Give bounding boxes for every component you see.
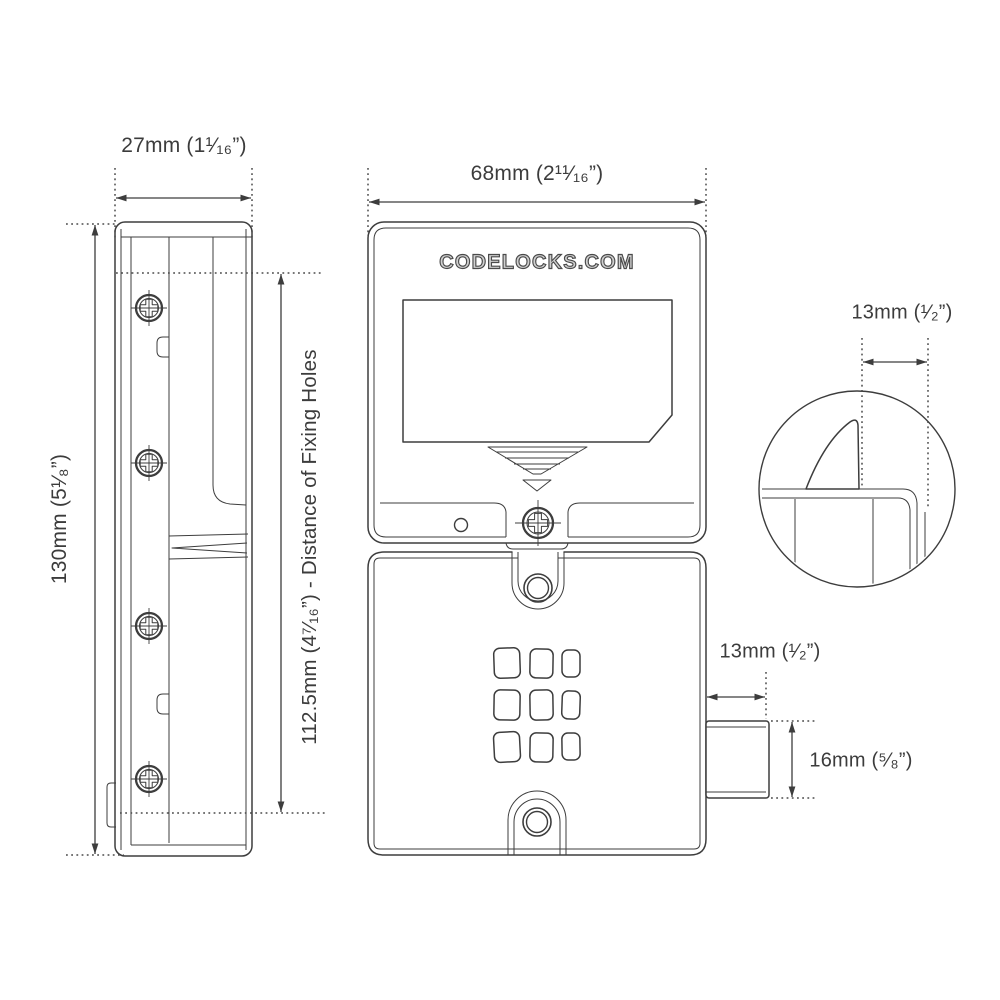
fixing-screw-icon <box>129 443 169 483</box>
dim-label-fixing-holes: 112.5mm (4⁷⁄₁₆”) - Distance of Fixing Ho… <box>298 349 321 745</box>
side-notch <box>156 693 169 715</box>
dim-label-overall-height: 130mm (5¹⁄₈”) <box>48 453 71 585</box>
keypad-key <box>560 690 582 720</box>
center-screw-icon <box>513 498 563 548</box>
fixing-screw-icon <box>129 759 169 799</box>
brand-logo-text: CODELOCKS.COM <box>439 251 635 274</box>
dim-label-bolt-projection: 13mm (¹⁄₂”) <box>719 640 821 663</box>
indicator-dot <box>453 517 469 533</box>
bottom-knob <box>507 790 567 855</box>
front-width-dimension <box>367 168 707 236</box>
latch-detail-circle <box>758 390 956 588</box>
side-width-dimension <box>114 168 253 238</box>
front-lower-body <box>367 551 707 856</box>
fixing-screw-icon <box>129 606 169 646</box>
latch-detail-dimension <box>861 338 929 508</box>
side-notch <box>156 336 169 358</box>
top-knob <box>511 552 565 610</box>
keypad <box>492 647 582 764</box>
keypad-key <box>561 649 581 678</box>
keypad-key <box>561 732 581 761</box>
overall-height-dimension <box>66 223 124 856</box>
chevron-marks-icon <box>487 446 588 492</box>
bolt-projection-dimension <box>707 672 767 719</box>
dim-label-bolt-height: 16mm (⁵⁄₈”) <box>809 749 913 772</box>
dim-label-latch-detail: 13mm (¹⁄₂”) <box>851 301 953 324</box>
latch-bolt <box>705 720 770 799</box>
keypad-key <box>529 648 554 679</box>
dim-label-front-width: 68mm (2¹¹⁄₁₆”) <box>470 162 604 185</box>
side-view <box>106 221 253 857</box>
dim-label-side-width: 27mm (1¹⁄₁₆”) <box>121 134 247 157</box>
front-view <box>367 221 707 856</box>
keypad-key <box>529 732 554 763</box>
keypad-key <box>492 647 522 679</box>
display-screen <box>402 299 673 443</box>
side-bottom-tab <box>106 782 116 828</box>
fixing-screw-icon <box>129 288 169 328</box>
fixing-holes-dimension <box>116 272 325 814</box>
latch-cam <box>805 419 860 490</box>
keypad-key <box>529 689 554 721</box>
front-upper-body <box>367 221 707 550</box>
keypad-key <box>492 730 522 764</box>
bolt-height-dimension <box>771 720 815 799</box>
keypad-key <box>493 689 521 721</box>
